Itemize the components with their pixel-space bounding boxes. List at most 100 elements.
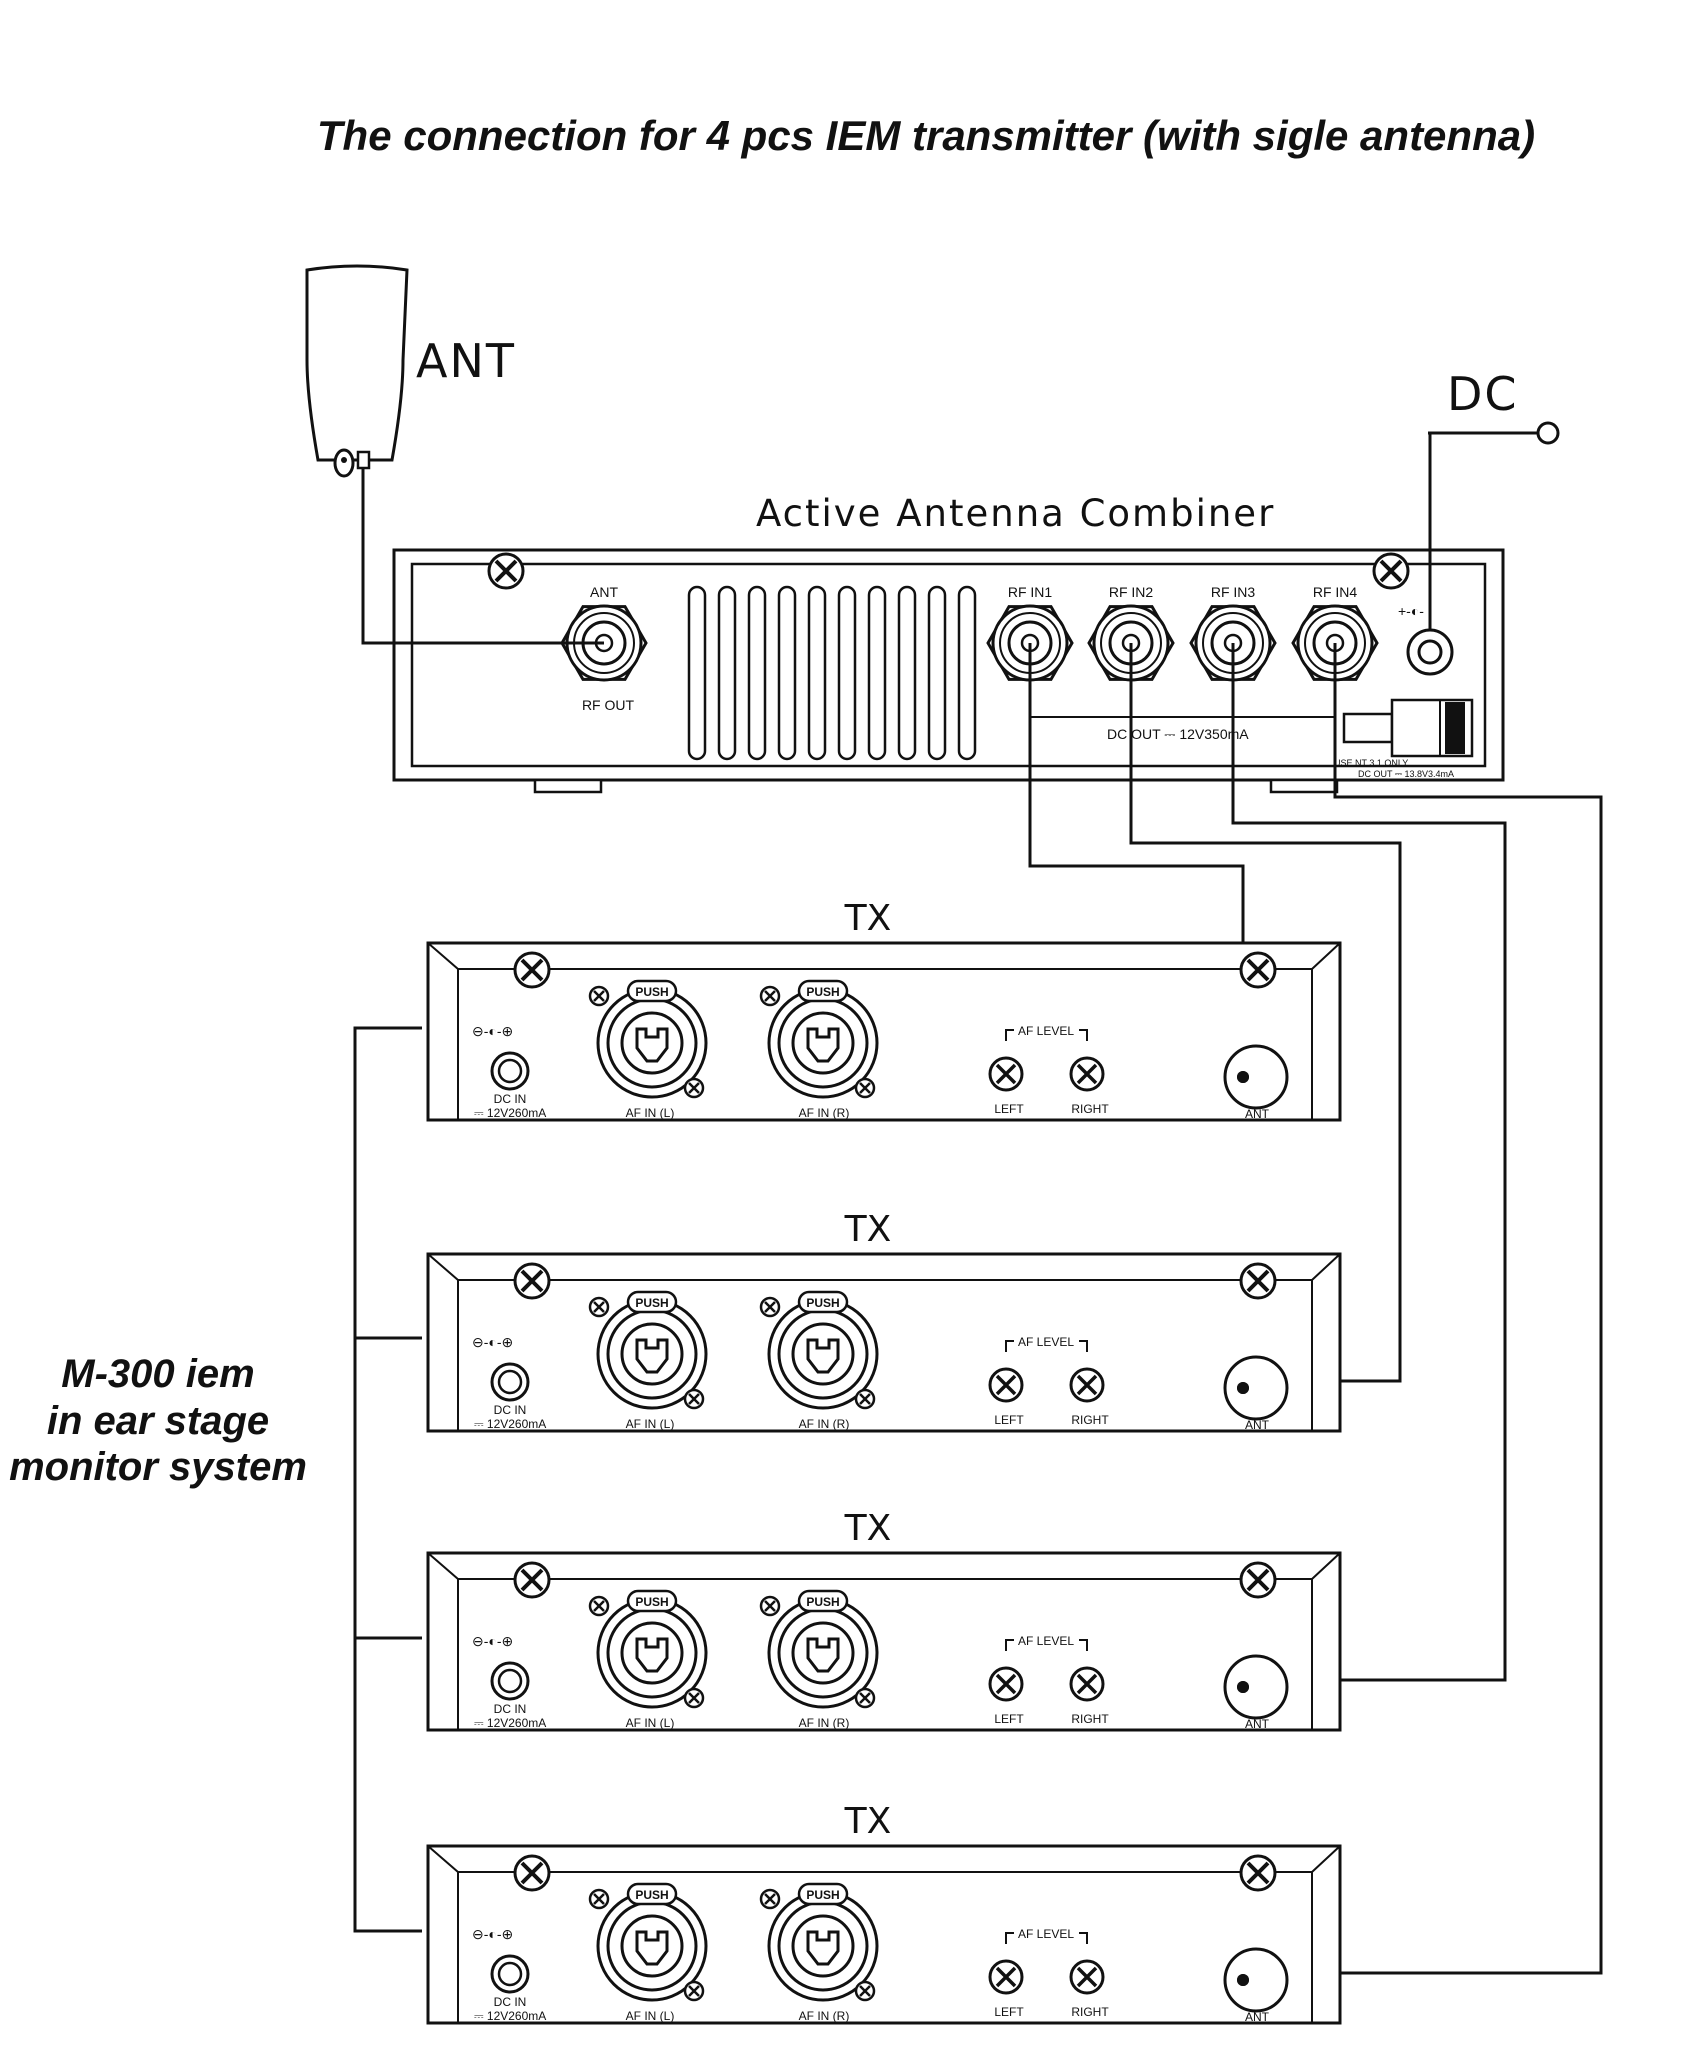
push-label: PUSH: [635, 1296, 668, 1310]
rf-cable-3: [1231, 643, 1507, 1682]
screw-icon: [683, 1388, 705, 1410]
screw-icon: [1239, 951, 1277, 989]
dc-in-jack-icon[interactable]: [490, 1661, 530, 1701]
rf-in4-label: RF IN4: [1313, 584, 1358, 600]
system-label-line1: M-300 iem: [61, 1352, 254, 1396]
screw-icon: [759, 1296, 781, 1318]
af-level-left-knob[interactable]: [988, 1056, 1024, 1092]
af-level-label: AF LEVEL: [1018, 1634, 1074, 1648]
screw-icon: [1239, 1561, 1277, 1599]
dc-out-label: DC OUT ⎓ 12V350mA: [1107, 726, 1249, 742]
dc-adapter-plug-icon: [1342, 698, 1474, 758]
cable-end-dot: [1237, 1382, 1249, 1394]
screw-icon: [854, 1388, 876, 1410]
left-label: LEFT: [994, 1102, 1024, 1116]
dc-in-jack-icon[interactable]: [490, 1362, 530, 1402]
screw-icon: [854, 1077, 876, 1099]
tx-title: TX: [844, 1209, 892, 1250]
af-level-right-knob[interactable]: [1069, 1056, 1105, 1092]
screw-icon: [854, 1687, 876, 1709]
screw-icon: [854, 1980, 876, 2002]
af-level-right-knob[interactable]: [1069, 1666, 1105, 1702]
dc-in-jack-icon[interactable]: [490, 1051, 530, 1091]
dc-in-label: DC IN: [494, 1702, 527, 1716]
dc-in-label: DC IN: [494, 1092, 527, 1106]
tx-chassis: [426, 941, 1342, 1122]
push-label: PUSH: [806, 1296, 839, 1310]
screw-icon: [513, 1561, 551, 1599]
screw-icon: [588, 985, 610, 1007]
push-label: PUSH: [635, 1888, 668, 1902]
af-level-left-knob[interactable]: [988, 1367, 1024, 1403]
af-in-left-label: AF IN (L): [626, 1106, 675, 1120]
right-label: RIGHT: [1071, 1413, 1109, 1427]
dc-in-jack-icon[interactable]: [490, 1954, 530, 1994]
tx-ant-label: ANT: [1245, 1107, 1270, 1121]
af-level-left-knob[interactable]: [988, 1666, 1024, 1702]
tx-polarity: ⊖-◐-⊕: [472, 1926, 513, 1942]
power-rating: ⎓ 12V260mA: [474, 1716, 546, 1730]
tx-antenna-connector[interactable]: [1223, 1044, 1289, 1110]
right-label: RIGHT: [1071, 1102, 1109, 1116]
tx-antenna-connector[interactable]: [1223, 1947, 1289, 2013]
rf-in3-label: RF IN3: [1211, 584, 1256, 600]
dc-polarity-label: +-◐-: [1398, 603, 1424, 619]
tx-bracket: [353, 1026, 422, 1933]
tx-polarity: ⊖-◐-⊕: [472, 1023, 513, 1039]
push-tab[interactable]: [626, 1290, 678, 1314]
rf-in1-label: RF IN1: [1008, 584, 1053, 600]
push-label: PUSH: [806, 1595, 839, 1609]
push-tab[interactable]: [626, 1882, 678, 1906]
push-label: PUSH: [635, 985, 668, 999]
tx-chassis: [426, 1551, 1342, 1732]
af-level-label: AF LEVEL: [1018, 1024, 1074, 1038]
af-level-left-knob[interactable]: [988, 1959, 1024, 1995]
push-tab[interactable]: [797, 979, 849, 1003]
combiner-note-1: USE NT 3.1 ONLY: [1334, 758, 1408, 768]
screw-icon: [759, 1595, 781, 1617]
push-tab[interactable]: [797, 1290, 849, 1314]
rf-cable-2: [1129, 643, 1402, 1383]
screw-icon: [683, 1687, 705, 1709]
af-in-left-label: AF IN (L): [626, 2009, 675, 2023]
screw-icon: [683, 1077, 705, 1099]
screw-icon: [759, 1888, 781, 1910]
af-level-right-knob[interactable]: [1069, 1367, 1105, 1403]
right-label: RIGHT: [1071, 2005, 1109, 2019]
af-level-right-knob[interactable]: [1069, 1959, 1105, 1995]
dc-in-label: DC IN: [494, 1403, 527, 1417]
screw-icon: [588, 1595, 610, 1617]
af-in-right-label: AF IN (R): [799, 1716, 850, 1730]
push-tab[interactable]: [626, 1589, 678, 1613]
af-level-label: AF LEVEL: [1018, 1335, 1074, 1349]
tx-polarity: ⊖-◐-⊕: [472, 1334, 513, 1350]
push-tab[interactable]: [626, 979, 678, 1003]
af-in-left-label: AF IN (L): [626, 1417, 675, 1431]
screw-icon: [1239, 1262, 1277, 1300]
tx-chassis: [426, 1252, 1342, 1433]
af-in-right-label: AF IN (R): [799, 2009, 850, 2023]
dc-label: DC: [1447, 367, 1519, 421]
af-level-label: AF LEVEL: [1018, 1927, 1074, 1941]
push-tab[interactable]: [797, 1882, 849, 1906]
tx-antenna-connector[interactable]: [1223, 1355, 1289, 1421]
cable-end-dot: [1237, 1071, 1249, 1083]
dc-plug-icon: [1428, 421, 1560, 445]
dc-jack-icon[interactable]: [1406, 628, 1454, 676]
screw-icon: [683, 1980, 705, 2002]
tx-title: TX: [844, 898, 892, 939]
rf-in2-label: RF IN2: [1109, 584, 1154, 600]
push-tab[interactable]: [797, 1589, 849, 1613]
combiner-note-2: DC OUT ⎓ 13.8V3.4mA: [1358, 769, 1454, 779]
cable-end-dot: [1237, 1974, 1249, 1986]
screw-icon: [1239, 1854, 1277, 1892]
tx-antenna-connector[interactable]: [1223, 1654, 1289, 1720]
push-label: PUSH: [806, 985, 839, 999]
combiner-title: Active Antenna Combiner: [756, 492, 1275, 535]
